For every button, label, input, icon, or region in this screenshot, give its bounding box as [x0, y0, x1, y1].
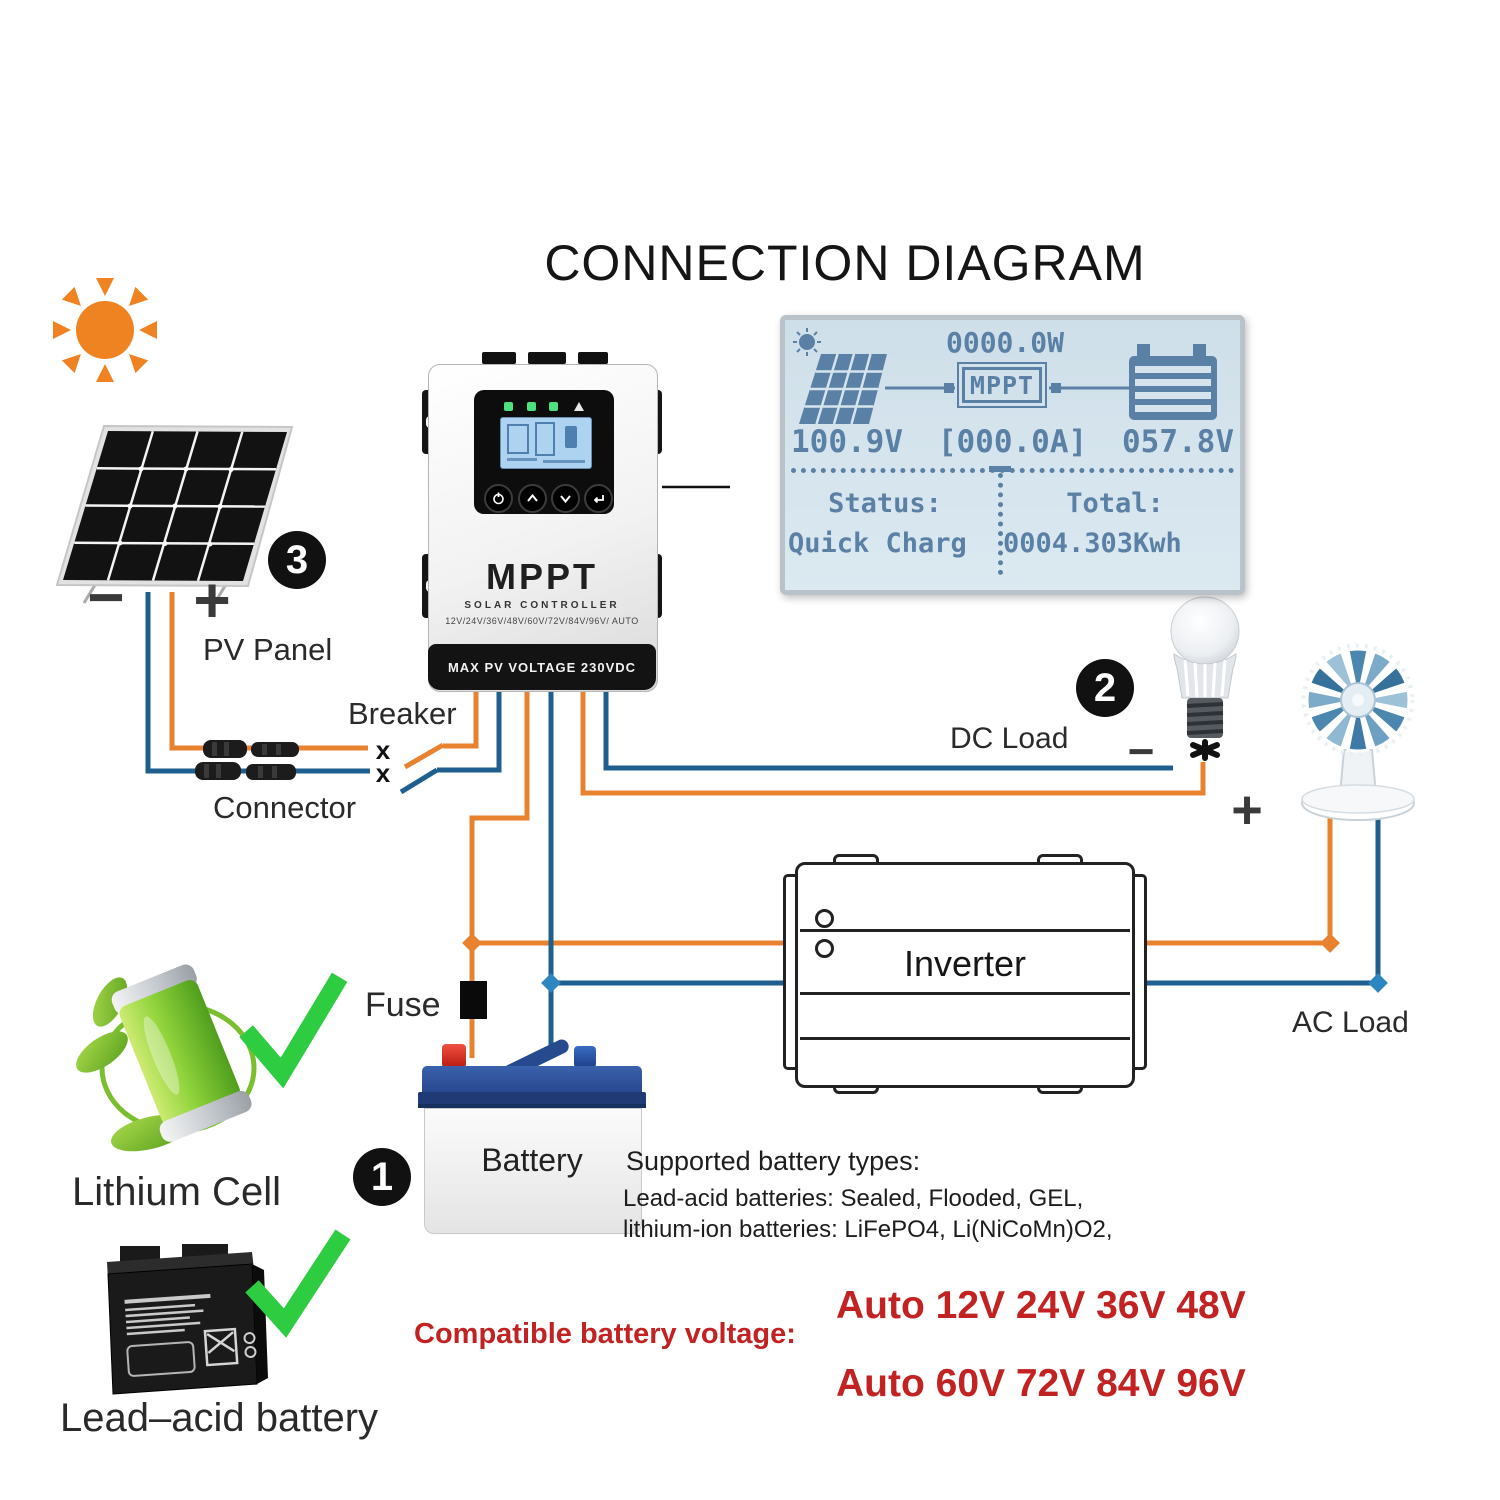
- breaker-x-mark: x: [375, 735, 391, 765]
- controller-screen: [500, 417, 592, 469]
- terminal-stub: [578, 352, 608, 364]
- ac-load-label: AC Load: [1292, 1006, 1409, 1039]
- battery: Battery: [418, 1032, 646, 1236]
- bulb-icon: [1170, 596, 1240, 761]
- lcd-separator: [791, 468, 1234, 473]
- pv-minus-sign: −: [87, 561, 125, 633]
- terminal-stub: [482, 352, 516, 364]
- down-button[interactable]: [551, 484, 580, 513]
- lcd-voltage-row: 100.9V [000.0A] 057.8V: [791, 424, 1234, 460]
- pv-plus-sign: +: [193, 564, 231, 636]
- inverter-label: Inverter: [903, 943, 1027, 984]
- led-indicator: [549, 402, 558, 411]
- lead-acid-graphic: [107, 1244, 268, 1395]
- lead-acid-label: Lead–acid battery: [60, 1396, 379, 1440]
- screen-battery-glyph: [565, 426, 577, 448]
- lcd-mppt-label: MPPT: [962, 367, 1042, 403]
- lcd-battery-glyph: [1129, 344, 1217, 420]
- led-indicator: [504, 402, 513, 411]
- lcd-pv-glyph: [799, 353, 887, 425]
- lcd-current: [000.0A]: [937, 424, 1088, 460]
- screen-controller-glyph: [535, 422, 555, 456]
- wire-bat-orange: [469, 690, 530, 981]
- mc4-connectors: [195, 740, 299, 780]
- inverter: Inverter: [783, 854, 1147, 1094]
- compatible-voltage-label: Compatible battery voltage:: [414, 1318, 796, 1350]
- dc-minus-sign: −: [1127, 725, 1155, 777]
- lcd-total-label: Total:: [1066, 488, 1164, 519]
- lithium-types-line: lithium-ion batteries: LiFePO4, Li(NiCoM…: [623, 1216, 1113, 1243]
- wiring: [145, 592, 1381, 1058]
- lcd-status-value: Quick Charg: [788, 528, 967, 559]
- sun-icon: [53, 278, 157, 382]
- wire-pv-orange: [169, 592, 368, 751]
- pv-panel-label: PV Panel: [203, 632, 333, 667]
- connector-label: Connector: [213, 790, 357, 825]
- lcd-mppt-box: MPPT: [957, 362, 1047, 408]
- lcd-divider-tick: [989, 466, 1011, 472]
- lcd-status-label: Status:: [828, 488, 942, 519]
- controller-max-pv: MAX PV VOLTAGE 230VDC: [428, 644, 656, 690]
- power-button[interactable]: [484, 484, 513, 513]
- terminal-stub: [528, 352, 566, 364]
- supported-battery-heading: Supported battery types:: [626, 1146, 921, 1176]
- check-lithium-icon: [239, 972, 348, 1089]
- battery-label: Battery: [481, 1142, 583, 1178]
- controller-head: [474, 390, 614, 514]
- dc-plus-sign: +: [1231, 780, 1263, 840]
- inverter-body: Inverter: [795, 862, 1135, 1088]
- wire-pv-blue-switch: [399, 767, 439, 795]
- inverter-screw: [815, 939, 834, 958]
- wire-pv-blue-ctrl: [437, 690, 502, 773]
- controller-subtitle: SOLAR CONTROLLER: [464, 600, 620, 611]
- lcd-battery-voltage: 057.8V: [1122, 424, 1234, 460]
- wire-dc-blue: [603, 690, 1173, 771]
- led-indicator: [527, 402, 536, 411]
- voltage-group-2: Auto 60V 72V 84V 96V: [836, 1362, 1246, 1405]
- breaker-label: Breaker: [348, 696, 457, 731]
- alarm-icon: [574, 402, 584, 411]
- wire-pv-orange-switch: [403, 742, 445, 770]
- controller-brand: MPPT: [485, 556, 598, 597]
- lcd-total-value: 0004.303Kwh: [1003, 528, 1182, 559]
- marker-pv: 3: [268, 531, 326, 589]
- enter-button[interactable]: [584, 484, 613, 513]
- wire-dc-orange: [580, 690, 1206, 796]
- lead-acid-types-line: Lead-acid batteries: Sealed, Flooded, GE…: [623, 1185, 1084, 1212]
- battery-negative-terminal: [574, 1046, 596, 1068]
- mppt-controller: MPPT SOLAR CONTROLLER 12V/24V/36V/48V/60…: [420, 352, 664, 694]
- marker-dc-load: 2: [1076, 659, 1134, 717]
- pv-panel-graphic: [55, 424, 294, 605]
- lcd-pv-voltage: 100.9V: [791, 424, 903, 460]
- up-button[interactable]: [518, 484, 547, 513]
- dc-load-label: DC Load: [950, 722, 1069, 755]
- voltage-group-1: Auto 12V 24V 36V 48V: [836, 1284, 1246, 1327]
- battery-top: [422, 1066, 642, 1094]
- battery-body: [424, 1108, 642, 1234]
- page-title: CONNECTION DIAGRAM: [544, 235, 1146, 291]
- lithium-cell-graphic: [76, 964, 257, 1152]
- wire-pv-orange-ctrl: [443, 690, 479, 749]
- check-lead-acid-icon: [245, 1229, 351, 1338]
- fan-icon: [1301, 643, 1415, 821]
- controller-voltages: 12V/24V/36V/48V/60V/72V/84V/96V/ AUTO: [445, 616, 639, 626]
- marker-battery: 1: [353, 1148, 411, 1206]
- screen-pv-glyph: [507, 424, 529, 454]
- lcd-divider: [998, 473, 1003, 575]
- lcd-display: 0000.0W MPPT 100.9V [000.0A] 057.8V Stat…: [780, 315, 1245, 595]
- fuse-graphic: [460, 981, 487, 1019]
- lithium-cell-label: Lithium Cell: [72, 1170, 281, 1214]
- fuse-label: Fuse: [365, 986, 441, 1024]
- lcd-power-value: 0000.0W: [945, 326, 1064, 359]
- checkmark-icons: [239, 972, 351, 1338]
- battery-positive-terminal: [442, 1044, 466, 1068]
- lcd-glyphs: [793, 328, 1217, 425]
- inverter-screw: [815, 909, 834, 928]
- breaker-x-mark: x: [375, 758, 391, 788]
